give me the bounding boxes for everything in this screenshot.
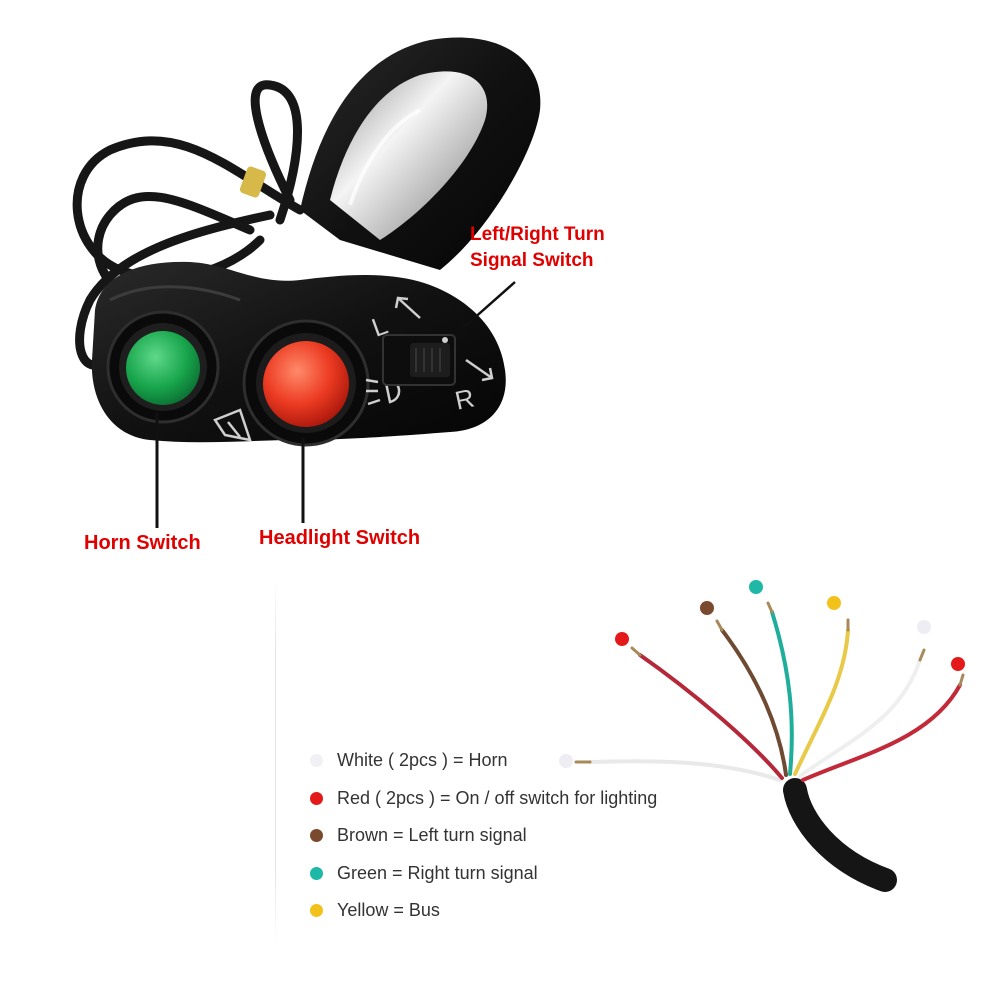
horn-callout: Horn Switch bbox=[84, 532, 201, 554]
wire-harness bbox=[559, 580, 965, 892]
leader-line-turn bbox=[462, 281, 516, 329]
wire-dot-yellow bbox=[827, 596, 841, 610]
legend-item: White ( 2pcs ) = Horn bbox=[310, 742, 657, 780]
wire-dot-white-1 bbox=[559, 754, 573, 768]
legend-text: Yellow = Bus bbox=[337, 900, 440, 921]
turn-signal-callout: Left/Right Turn Signal Switch bbox=[470, 222, 605, 274]
turn-signal-slider[interactable] bbox=[382, 334, 456, 386]
legend-dot bbox=[310, 829, 323, 843]
wire-dot-green bbox=[749, 580, 763, 594]
right-arrow-icon bbox=[465, 358, 494, 382]
divider-line bbox=[275, 575, 276, 945]
horn-icon bbox=[213, 408, 252, 442]
legend-text: Green = Right turn signal bbox=[337, 862, 538, 883]
legend-dot bbox=[310, 904, 323, 918]
headlight-button[interactable] bbox=[242, 319, 370, 447]
legend-text: Brown = Left turn signal bbox=[337, 825, 527, 846]
turn-signal-callout-line2: Signal Switch bbox=[470, 250, 594, 271]
legend-item: Red ( 2pcs ) = On / off switch for light… bbox=[310, 780, 657, 818]
wire-dot-red-1 bbox=[615, 632, 629, 646]
legend-dot bbox=[310, 754, 323, 768]
legend-text: White ( 2pcs ) = Horn bbox=[337, 750, 508, 771]
legend-item: Brown = Left turn signal bbox=[310, 817, 657, 855]
horn-button[interactable] bbox=[106, 310, 220, 424]
wire-dot-brown bbox=[700, 601, 714, 615]
legend-dot bbox=[310, 791, 323, 805]
cable-tie bbox=[239, 166, 267, 198]
wire-dot-white-2 bbox=[917, 620, 931, 634]
left-arrow-icon bbox=[394, 296, 421, 319]
legend-item: Yellow = Bus bbox=[310, 892, 657, 930]
legend-dot bbox=[310, 866, 323, 880]
headlight-callout: Headlight Switch bbox=[259, 527, 421, 549]
wire-dot-red-2 bbox=[951, 657, 965, 671]
legend-item: Green = Right turn signal bbox=[310, 855, 657, 893]
wire-color-legend: White ( 2pcs ) = Horn Red ( 2pcs ) = On … bbox=[310, 742, 657, 930]
legend-text: Red ( 2pcs ) = On / off switch for light… bbox=[337, 787, 658, 808]
handlebar-clamp bbox=[300, 37, 541, 270]
turn-signal-callout-line1: Left/Right Turn bbox=[470, 224, 605, 245]
